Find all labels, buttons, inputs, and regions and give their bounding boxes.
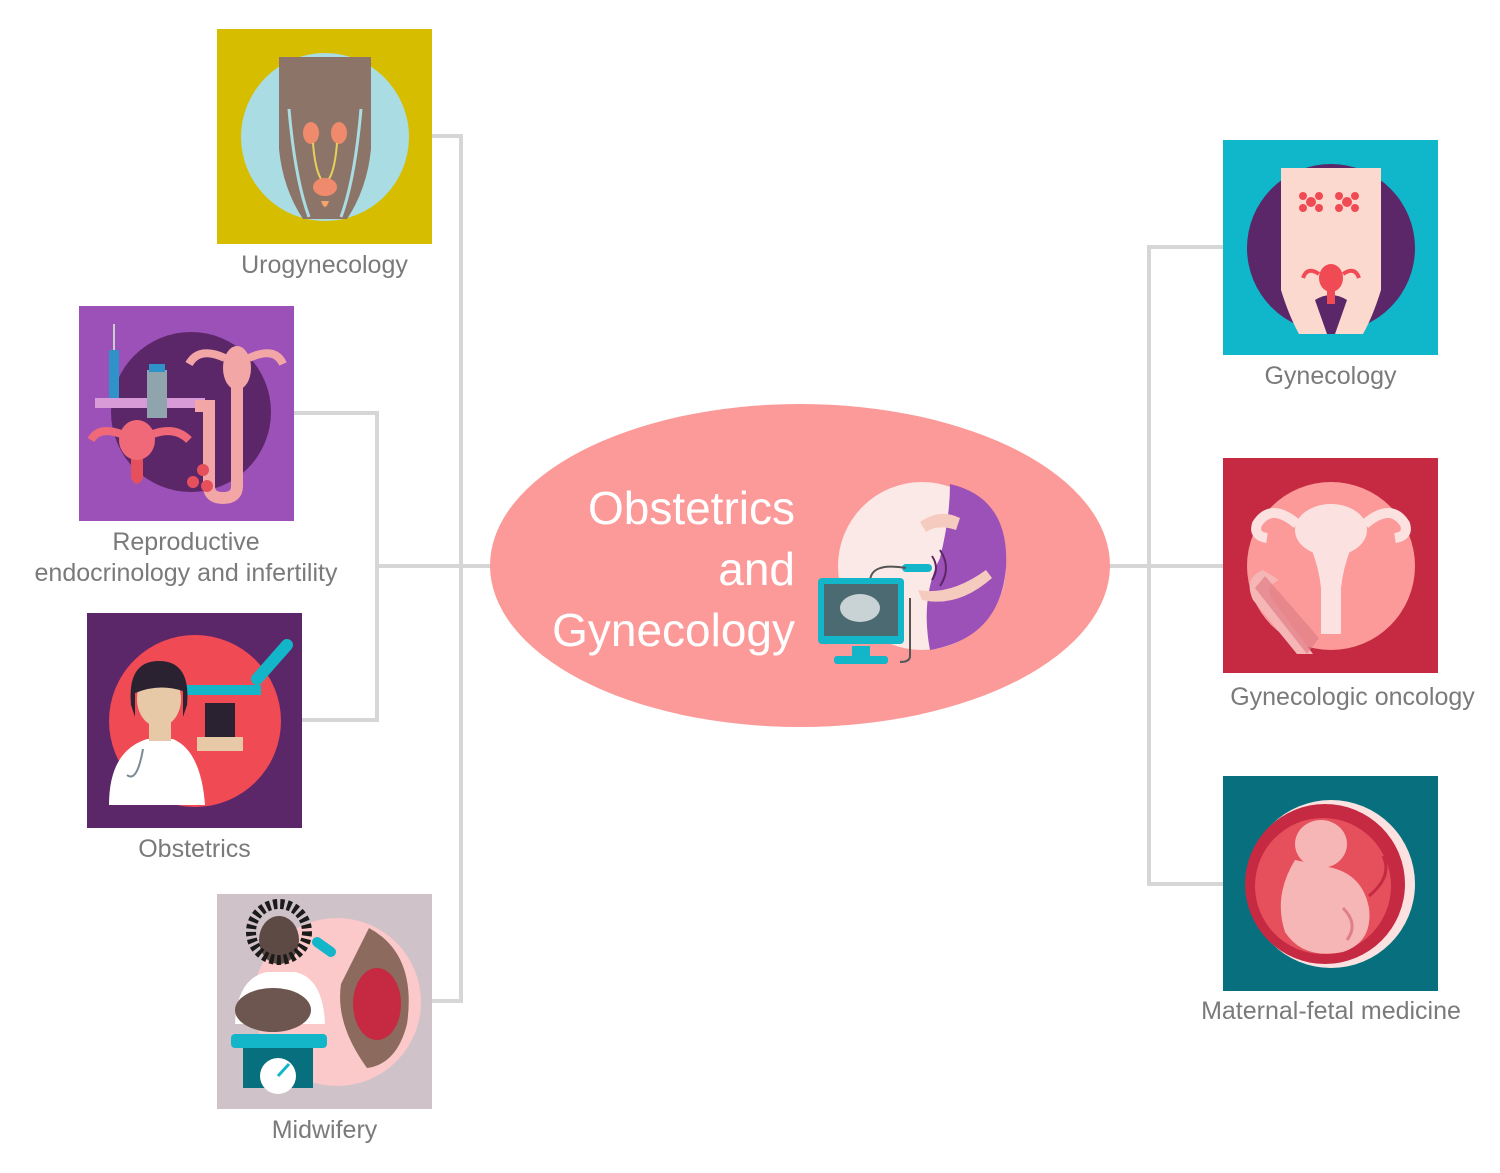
tile-reproductive-endocrinology <box>79 306 294 521</box>
tile-midwifery <box>217 894 432 1109</box>
midwife-icon <box>231 899 421 1094</box>
female-body-icon <box>1247 164 1415 334</box>
center-title: Obstetrics and Gynecology <box>520 478 795 661</box>
label-gynecologic-oncology: Gynecologic oncology <box>1230 683 1475 711</box>
center-title-line: Gynecology <box>552 604 795 656</box>
label-maternal-fetal-medicine: Maternal-fetal medicine <box>1201 997 1461 1025</box>
tile-urogynecology <box>217 29 432 244</box>
label-obstetrics: Obstetrics <box>138 835 251 863</box>
label-gynecology: Gynecology <box>1264 362 1397 390</box>
label-line: Reproductive <box>112 528 260 556</box>
doctor-icon <box>109 635 293 807</box>
center-title-line: Obstetrics <box>587 482 795 534</box>
center-title-line: and <box>718 543 795 595</box>
label-reproductive-endocrinology: Reproductive endocrinology and infertili… <box>0 527 372 589</box>
tile-gynecologic-oncology <box>1223 458 1438 673</box>
tile-obstetrics <box>87 613 302 828</box>
uterus-ribbon-icon <box>1247 482 1415 654</box>
tile-maternal-fetal-medicine <box>1223 776 1438 991</box>
fetus-icon <box>1245 800 1415 968</box>
center-node <box>490 404 1110 727</box>
ultrasound-icon <box>818 482 1007 664</box>
connector-urogynecology <box>432 134 463 1003</box>
label-midwifery: Midwifery <box>271 1116 378 1144</box>
tile-gynecology <box>1223 140 1438 355</box>
label-line: endocrinology and infertility <box>34 559 338 587</box>
urinary-system-icon <box>241 53 409 221</box>
ivf-icon <box>87 324 287 505</box>
label-urogynecology: Urogynecology <box>241 251 408 279</box>
